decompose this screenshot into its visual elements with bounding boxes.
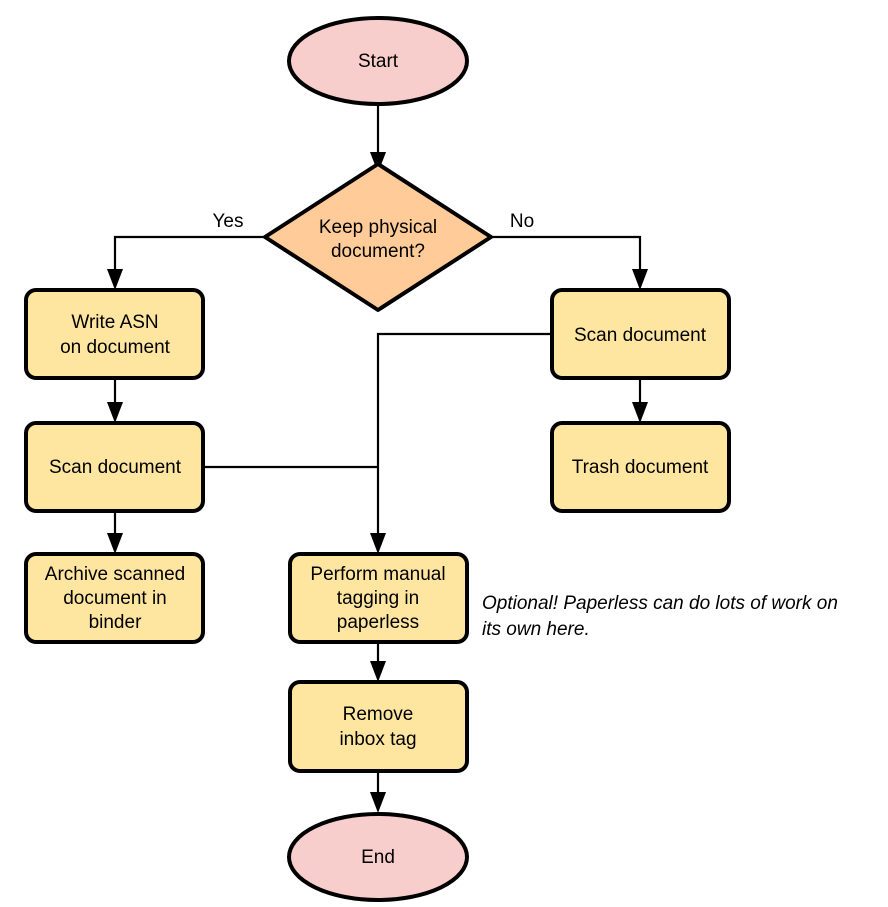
edge-decision-yes-to-write (107, 235, 264, 290)
decision-diamond[interactable] (263, 162, 493, 312)
archive-label-line1: Archive scanned (45, 564, 185, 585)
archive-box[interactable] (24, 552, 205, 644)
remove-inbox-tag-label-line2: inbox tag (339, 729, 416, 750)
remove-inbox-tag-label-line1: Remove (343, 704, 414, 725)
scan-document-left-box[interactable] (24, 421, 205, 513)
edge-layer (107, 104, 648, 813)
optional-note-line2: its own here. (482, 619, 590, 640)
edge-label-yes: Yes (213, 211, 244, 232)
edge-tagging-to-inbox (370, 642, 386, 682)
node-decision-keep-physical-document[interactable]: Keep physical document? (263, 162, 493, 312)
archive-label-line3: binder (89, 612, 142, 633)
write-asn-label-line2: on document (60, 337, 171, 358)
optional-note: Optional! Paperless can do lots of work … (482, 593, 838, 640)
node-start[interactable]: Start (287, 16, 469, 106)
optional-note-line1: Optional! Paperless can do lots of work … (482, 593, 838, 614)
trash-document-label: Trash document (572, 457, 709, 478)
start-ellipse[interactable] (287, 16, 469, 106)
node-trash-document[interactable]: Trash document (550, 421, 731, 513)
node-write-asn-on-document[interactable]: Write ASN on document (24, 288, 205, 380)
node-archive-scanned-document[interactable]: Archive scanned document in binder (24, 552, 205, 644)
scan-document-left-label: Scan document (49, 457, 182, 478)
scan-document-right-label: Scan document (574, 325, 707, 346)
edge-scan-right-to-tagging (370, 332, 552, 554)
manual-tagging-label-line2: tagging in (337, 588, 419, 609)
end-ellipse[interactable] (287, 812, 469, 902)
decision-label-line1: Keep physical (319, 217, 437, 238)
edge-write-to-scan-left (107, 378, 123, 423)
node-perform-manual-tagging[interactable]: Perform manual tagging in paperless (288, 552, 469, 644)
start-label: Start (358, 51, 399, 72)
decision-label-line2: document? (331, 241, 425, 262)
node-scan-document-right[interactable]: Scan document (550, 288, 731, 380)
manual-tagging-box[interactable] (288, 552, 469, 644)
scan-document-right-box[interactable] (550, 288, 731, 380)
manual-tagging-label-line1: Perform manual (310, 564, 445, 585)
node-scan-document-left[interactable]: Scan document (24, 421, 205, 513)
end-label: End (361, 847, 395, 868)
manual-tagging-label-line3: paperless (337, 612, 419, 633)
write-asn-label-line1: Write ASN (71, 312, 158, 333)
edge-scan-left-to-archive (107, 511, 123, 554)
remove-inbox-tag-box[interactable] (288, 680, 469, 773)
write-asn-box[interactable] (24, 288, 205, 380)
archive-label-line2: document in (63, 588, 167, 609)
node-remove-inbox-tag[interactable]: Remove inbox tag (288, 680, 469, 773)
edge-label-no: No (510, 211, 534, 232)
edge-scan-right-to-trash (632, 378, 648, 423)
trash-document-box[interactable] (550, 421, 731, 513)
edge-inbox-to-end (370, 771, 386, 813)
edge-decision-no-to-scan-right (492, 235, 648, 290)
node-end[interactable]: End (287, 812, 469, 902)
